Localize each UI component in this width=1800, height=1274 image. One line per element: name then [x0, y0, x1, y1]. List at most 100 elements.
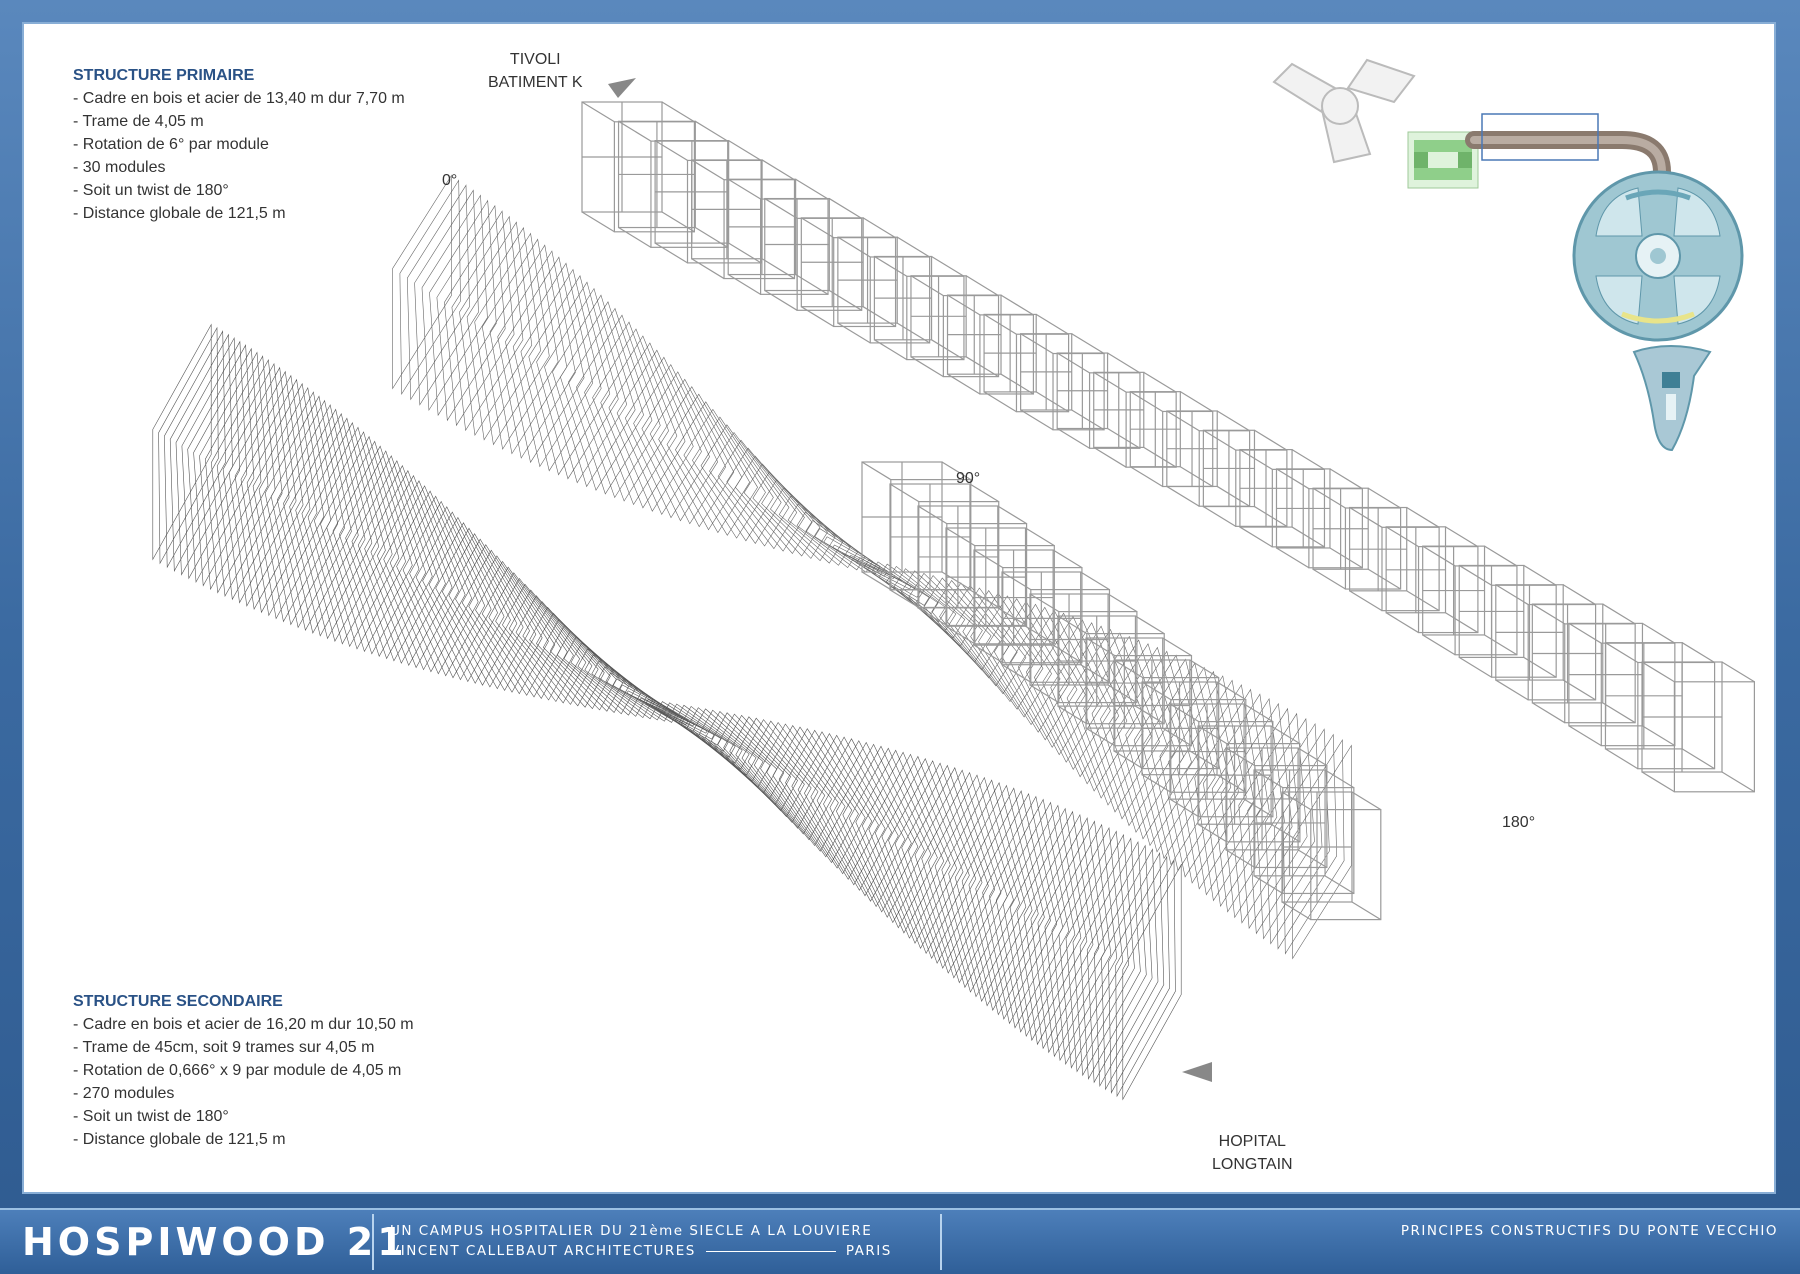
structure-frame [946, 584, 1027, 695]
structure-frame [717, 439, 798, 550]
structure-frame [1075, 632, 1160, 813]
structure-frame [1009, 606, 1095, 756]
structure-frame [778, 728, 866, 869]
structure-frame [901, 764, 989, 969]
footer-campus-line: UN CAMPUS HOSPITALIER DU 21ème SIECLE A … [390, 1223, 873, 1239]
structure-frame [264, 395, 345, 626]
structure-frame [1017, 609, 1103, 763]
structure-secondaire-item: - 270 modules [73, 1085, 175, 1102]
structure-module [1057, 615, 1165, 725]
structure-frame [505, 256, 585, 464]
structure-secondaire-item: - Soit un twist de 180° [73, 1108, 229, 1125]
structure-module [945, 527, 1055, 645]
structure-frame [351, 460, 440, 662]
structure-secondaire-block: STRUCTURE SECONDAIRE - Cadre en bois et … [73, 990, 414, 1151]
structure-frame [923, 577, 1001, 671]
structure-module [1020, 333, 1105, 431]
structure-module [873, 255, 965, 361]
structure-frame [542, 618, 623, 712]
structure-frame [717, 713, 798, 812]
structure-frame [934, 776, 1021, 993]
structure-frame [216, 362, 290, 601]
structure-frame [939, 582, 1018, 687]
structure-module [1604, 642, 1716, 770]
structure-module [1281, 791, 1382, 921]
structure-frame [383, 485, 473, 673]
structure-frame [556, 630, 636, 715]
hopital-label: HOPITAL LONGTAIN [1212, 1130, 1293, 1176]
structure-frame [747, 720, 832, 841]
structure-frame [345, 455, 433, 660]
structure-module [1531, 603, 1636, 724]
structure-frame [868, 753, 958, 944]
structure-frame [816, 738, 906, 902]
title-block-footer: HOSPIWOOD 21 UN CAMPUS HOSPITALIER DU 21… [0, 1208, 1800, 1274]
structure-frame [711, 712, 792, 806]
structure-module [654, 140, 762, 264]
structure-frame [823, 740, 912, 908]
structure-frame [549, 624, 629, 713]
structure-frame [283, 408, 366, 634]
structure-frame [552, 294, 636, 488]
structure-frame [529, 606, 611, 710]
structure-frame [295, 417, 380, 640]
structure-frame [928, 774, 1014, 989]
structure-frame [406, 184, 470, 401]
structure-frame [204, 355, 276, 594]
footer-divider [372, 1214, 374, 1270]
structure-frame [723, 714, 805, 818]
structure-frame [210, 359, 283, 597]
structure-frame [766, 725, 853, 858]
structure-frame [692, 416, 774, 542]
structure-frame [982, 795, 1064, 1025]
structure-frame [389, 490, 479, 675]
structure-frame [421, 194, 488, 412]
structure-frame [735, 455, 813, 555]
structure-frame [842, 745, 932, 924]
structure-module [861, 461, 972, 591]
structure-frame [941, 779, 1027, 998]
structure-frame [301, 421, 386, 643]
primary-structure-twist [392, 174, 1382, 960]
structure-frame [152, 323, 212, 561]
structure-frame [187, 344, 255, 584]
structure-frame [444, 210, 515, 427]
structure-module [1568, 622, 1676, 747]
structure-frame [874, 755, 964, 950]
structure-frame [804, 734, 893, 891]
structure-frame [1265, 728, 1330, 945]
structure-frame [810, 736, 899, 897]
structure-frame [633, 363, 719, 522]
structure-frame [415, 511, 505, 683]
structure-frame [948, 781, 1033, 1003]
structure-frame [1086, 844, 1153, 1084]
structure-secondaire-item: - Cadre en bois et acier de 16,20 m dur … [73, 1016, 414, 1033]
structure-frame [392, 174, 452, 390]
structure-module [1422, 545, 1518, 656]
structure-frame [823, 536, 888, 577]
structure-frame [429, 199, 497, 417]
structure-module [983, 313, 1070, 413]
structure-frame [193, 347, 262, 587]
structure-frame [536, 612, 617, 711]
structure-frame [916, 575, 992, 663]
tivoli-label-line: TIVOLI [509, 51, 561, 68]
structure-frame [422, 516, 511, 684]
structure-module [1113, 659, 1220, 770]
structure-frame [228, 370, 304, 607]
structure-frame [907, 767, 996, 974]
structure-frame [829, 741, 919, 913]
structure-frame [698, 709, 778, 794]
structure-frame [683, 408, 766, 539]
structure-frame [675, 401, 758, 536]
structure-frame [468, 555, 556, 696]
structure-frame [164, 330, 226, 569]
structure-frame [975, 792, 1058, 1020]
structure-frame [252, 387, 332, 620]
structure-frame [1150, 666, 1232, 872]
structure-frame [1122, 863, 1182, 1101]
structure-frame [1072, 837, 1141, 1077]
structure-frame [455, 544, 543, 693]
site-plan-y-building [1272, 58, 1416, 164]
